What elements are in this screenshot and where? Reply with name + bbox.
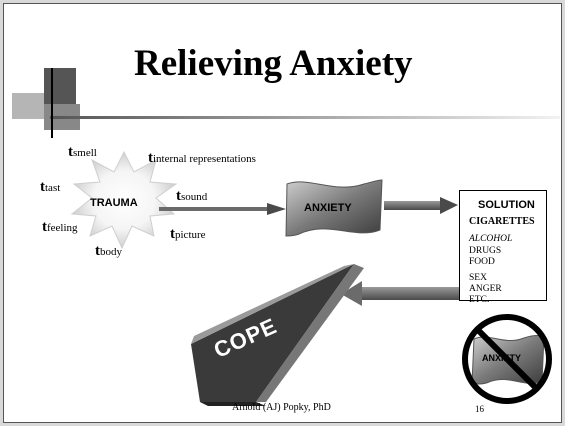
solution-item: CIGARETTES — [469, 216, 535, 227]
slide-title: Relieving Anxiety — [134, 43, 413, 84]
solution-item: FOOD — [469, 257, 495, 267]
trauma-starburst — [70, 150, 178, 250]
solution-item: ETC. — [469, 295, 490, 305]
footer-author: Arnold (AJ) Popky, PhD — [232, 402, 331, 413]
solution-item: ANGER — [469, 284, 502, 294]
term-picture: tpicture — [170, 226, 206, 242]
arrow-anxiety-to-solution — [384, 197, 458, 214]
term-internal-representations: tinternal representations — [148, 150, 256, 166]
trauma-label: TRAUMA — [90, 197, 138, 209]
solution-item: ALCOHOL — [469, 234, 513, 244]
solution-item: DRUGS — [469, 246, 502, 256]
term-sound: tsound — [176, 188, 208, 204]
arrow-solution-to-cope — [341, 281, 459, 306]
slide: Relieving Anxiety tsmell tinternal repre… — [3, 3, 562, 423]
arrow-trauma-to-anxiety — [159, 203, 286, 215]
title-decoration — [12, 68, 560, 138]
no-anxiety-sign — [462, 314, 552, 404]
term-body: tbody — [95, 243, 122, 259]
solution-item: SEX — [469, 273, 487, 283]
anxiety-label: ANXIETY — [304, 202, 352, 214]
page-number: 16 — [475, 404, 484, 414]
diagram-graphics — [12, 68, 560, 406]
solution-title: SOLUTION — [478, 199, 535, 211]
anxiety-banner — [285, 179, 383, 237]
no-anxiety-label: ANXIETY — [482, 353, 522, 363]
solution-box: SOLUTION CIGARETTES ALCOHOL DRUGS FOOD S… — [459, 190, 547, 305]
cope-shape — [191, 264, 364, 406]
term-tast: ttast — [40, 179, 61, 195]
term-feeling: tfeeling — [42, 219, 78, 235]
term-smell: tsmell — [68, 144, 97, 160]
